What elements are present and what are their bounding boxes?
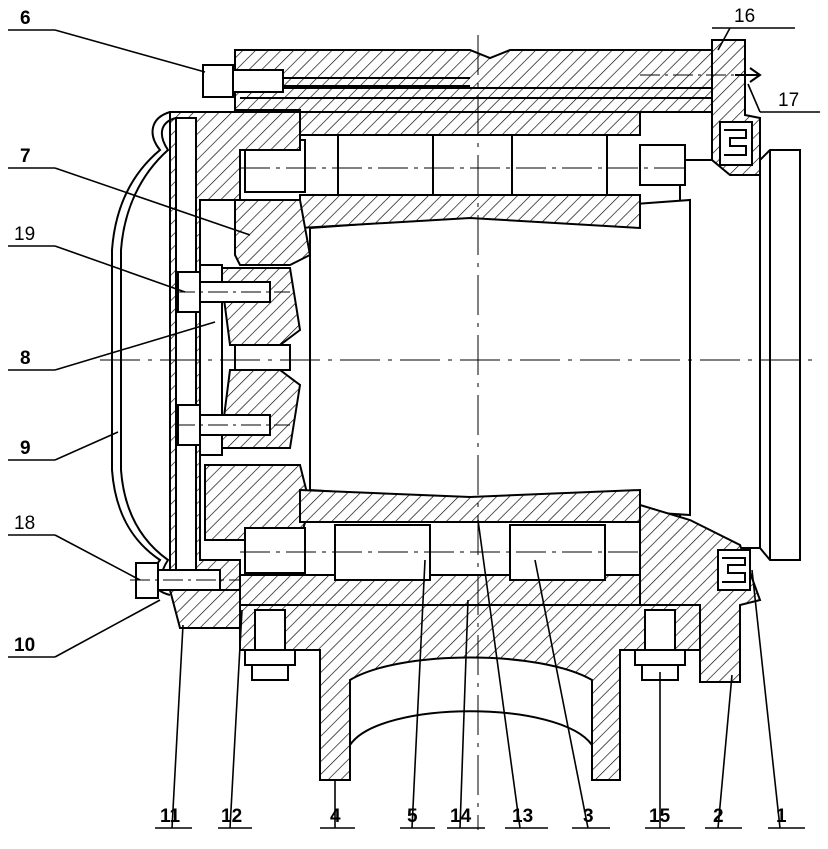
right-seal [639, 121, 762, 683]
callout-10: 10 [14, 635, 35, 656]
roller-row-bottom [240, 524, 690, 581]
roller-row-top [240, 134, 690, 196]
callout-13: 13 [512, 806, 533, 827]
callout-2: 2 [713, 806, 724, 827]
shaft [679, 149, 801, 561]
end-cover [111, 111, 177, 596]
callout-9: 9 [20, 438, 31, 459]
foundation-bolt-left [244, 609, 296, 681]
callout-1: 1 [776, 806, 787, 827]
hub-11 [168, 589, 241, 629]
callout-18: 18 [14, 513, 35, 534]
bolt-bottom [175, 404, 290, 446]
foundation-bolt-right [634, 609, 686, 681]
callout-6: 6 [20, 8, 31, 29]
bolt-top [175, 271, 290, 313]
callout-16: 16 [734, 6, 755, 27]
callout-19: 19 [14, 224, 35, 245]
inner-adaptor [199, 199, 312, 541]
callout-5: 5 [407, 806, 418, 827]
callout-4: 4 [330, 806, 341, 827]
callout-15: 15 [649, 806, 671, 827]
callout-17: 17 [778, 90, 799, 111]
callout-7: 7 [20, 146, 31, 167]
pedestal-base [239, 604, 701, 781]
callout-12: 12 [221, 806, 242, 827]
callout-3: 3 [583, 806, 594, 827]
sleeve-bore [309, 198, 691, 517]
bolt-6 [202, 64, 470, 98]
callout-14: 14 [450, 806, 472, 827]
bolt-18 [130, 562, 240, 599]
callout-8: 8 [20, 348, 31, 369]
callout-11: 11 [160, 806, 181, 827]
leader-lines [8, 27, 820, 829]
vent-arrow [735, 67, 762, 83]
